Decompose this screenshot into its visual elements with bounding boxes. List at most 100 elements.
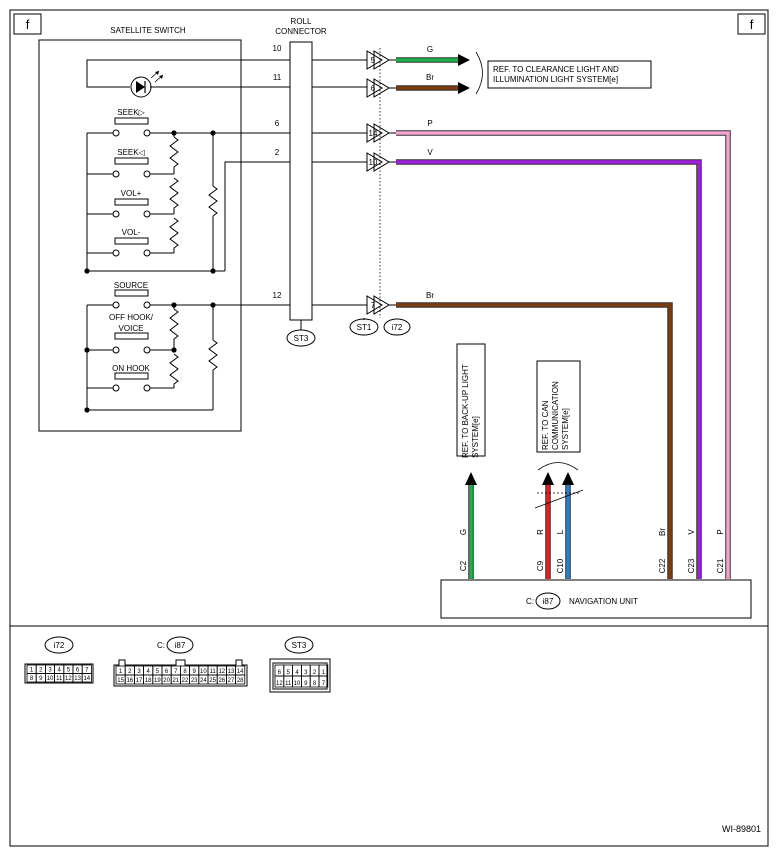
legend-pin: 26 — [218, 678, 225, 684]
junction-dot — [210, 130, 216, 136]
terminal: 7 — [366, 295, 396, 315]
arrow-icon — [458, 82, 470, 94]
ref-clearance-line2: ILLUMINATION LIGHT SYSTEM[e] — [493, 75, 618, 84]
switch-label: SEEK▷ — [117, 108, 145, 117]
wire-label-top: V — [427, 148, 433, 157]
legend-cell — [235, 674, 246, 685]
led-circle — [130, 76, 152, 98]
terminal-number: 6 — [371, 84, 376, 93]
legend-pin: 23 — [191, 678, 198, 684]
connector-tags: ST1 i72 — [349, 318, 411, 336]
legend-pin: 10 — [200, 669, 207, 675]
switch-label: VOL- — [122, 228, 141, 237]
switch-contact — [112, 198, 151, 218]
corner-tab-left: f — [13, 13, 42, 35]
legend-pin: 5 — [156, 669, 160, 675]
legend-pin: 9 — [39, 676, 43, 682]
corner-tab-right: f — [737, 13, 766, 35]
legend-pin: 1 — [322, 670, 326, 676]
legend-pin: 10 — [294, 681, 301, 687]
switch-button — [114, 117, 149, 125]
legend-pin: 8 — [30, 676, 34, 682]
legend-st3-label: ST3 — [292, 641, 307, 650]
st1-tag-label: ST1 — [357, 323, 372, 332]
switch-button — [114, 372, 149, 380]
switch-group-lower — [86, 304, 290, 411]
legend-pin: 2 — [128, 669, 132, 675]
legend-pin: 1 — [119, 669, 123, 675]
legend-pin: 3 — [304, 670, 308, 676]
wire-harness — [396, 54, 731, 579]
legend-pin: 21 — [172, 678, 179, 684]
legend-i72-label: i72 — [54, 641, 65, 650]
st1-tag — [349, 318, 379, 336]
switch-label: VOICE — [119, 324, 144, 333]
legend-pin: 27 — [228, 678, 235, 684]
legend-pin: 20 — [163, 678, 170, 684]
legend-pin: 12 — [218, 669, 225, 675]
resistor-icon — [208, 339, 218, 371]
legend-pin: 25 — [209, 678, 216, 684]
wire-label-top: P — [427, 119, 432, 128]
legend-pin: 12 — [65, 676, 72, 682]
legend-pin: 6 — [165, 669, 169, 675]
legend-cell — [318, 675, 329, 688]
wire-p-outline — [396, 130, 731, 579]
wire-label-bottom: Br — [658, 528, 667, 536]
terminal: 10 — [366, 152, 396, 172]
switch-contact — [112, 237, 151, 257]
wire-label-top: Br — [426, 291, 434, 300]
legend-pin: 10 — [47, 676, 54, 682]
wire-pin-bottom: C9 — [536, 560, 545, 571]
resistor-icon — [169, 177, 179, 214]
resistor-icon — [169, 308, 179, 350]
switch-contact — [112, 157, 151, 178]
switch-button — [114, 157, 149, 165]
wire-pin-bottom: C21 — [716, 558, 725, 573]
roll-connector-pin: 2 — [275, 148, 280, 157]
legend-pin: 16 — [126, 678, 133, 684]
legend-pin: 6 — [278, 670, 282, 676]
wire-label-top: Br — [426, 73, 434, 82]
legend-pin: 3 — [48, 668, 52, 674]
wire-br-nav — [396, 303, 672, 579]
navigation-unit: C: i87 NAVIGATION UNIT — [440, 579, 752, 619]
satellite-switch-title: SATELLITE SWITCH — [110, 26, 186, 35]
arrow-icon — [542, 472, 554, 485]
legend-pin: 14 — [83, 676, 90, 682]
legend-pin: 9 — [193, 669, 197, 675]
legend-pin: 14 — [237, 669, 244, 675]
switch-label: SEEK◁ — [117, 148, 145, 157]
legend-pin: 7 — [85, 668, 89, 674]
arrow-icon — [465, 472, 477, 485]
legend-pin: 7 — [174, 669, 178, 675]
legend-pin: 19 — [154, 678, 161, 684]
wire-pin-bottom: C23 — [687, 558, 696, 573]
wire-label-top: G — [427, 45, 433, 54]
legend-cell — [81, 673, 92, 683]
figure-id: WI-89801 — [722, 824, 761, 834]
legend-pin: 13 — [228, 669, 235, 675]
roll-connector-title-line2: CONNECTOR — [275, 27, 327, 36]
wire-label-bottom: P — [716, 529, 725, 534]
navigation-unit-prefix: C: — [526, 597, 534, 606]
led-diode-icon — [136, 81, 145, 93]
switch-group-upper — [86, 132, 290, 272]
legend-pin: 1 — [30, 668, 34, 674]
switch-contact — [112, 117, 151, 137]
ref-can-line3: SYSTEM[e] — [561, 408, 570, 450]
legend-pin: 4 — [58, 668, 62, 674]
wire-label-bottom: L — [556, 529, 565, 534]
switch-label: ON HOOK — [112, 364, 150, 373]
legend-pin: 17 — [136, 678, 143, 684]
satellite-switch-box — [38, 39, 242, 432]
switch-button — [114, 198, 149, 206]
legend-pin: 22 — [182, 678, 189, 684]
